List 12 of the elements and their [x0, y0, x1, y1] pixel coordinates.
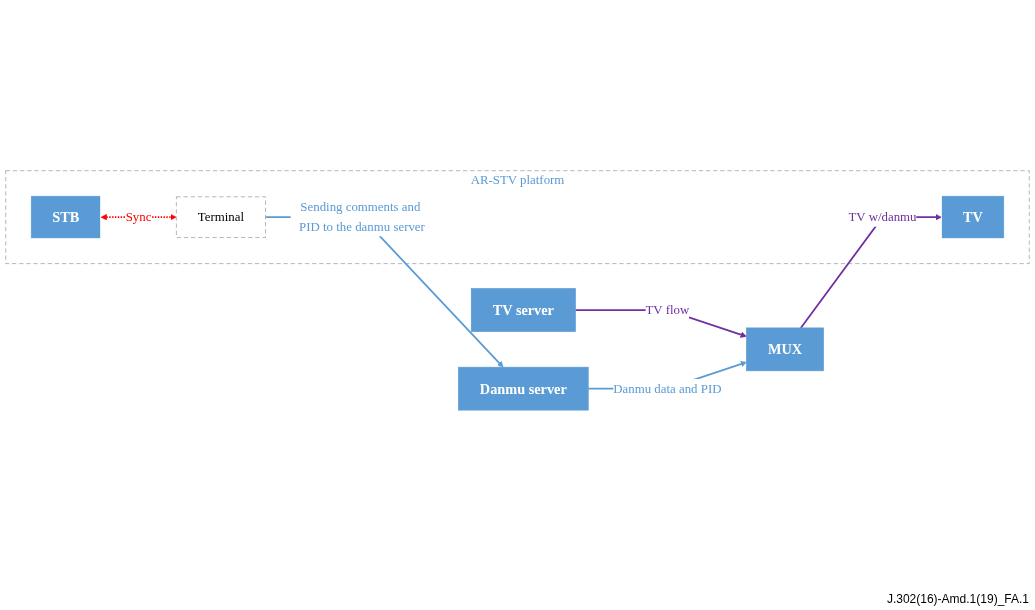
edge-label: Danmu data and PID [613, 380, 722, 396]
figure-number: J.302(16)-Amd.1(19)_FA.1 [886, 592, 1029, 606]
edge-label: Sending comments and PID to the danmu server [299, 199, 425, 234]
edge-label: Sync [125, 209, 152, 224]
node-box: Danmu server [458, 366, 589, 411]
edge-label: TV w/danmu [848, 209, 917, 224]
node-box: Terminal [176, 196, 266, 238]
node-box: STB [30, 194, 101, 239]
edge-label: TV flow [645, 302, 690, 317]
node-box: TV [941, 194, 1005, 239]
node-box: TV server [470, 287, 576, 332]
node-box: MUX [746, 327, 824, 371]
